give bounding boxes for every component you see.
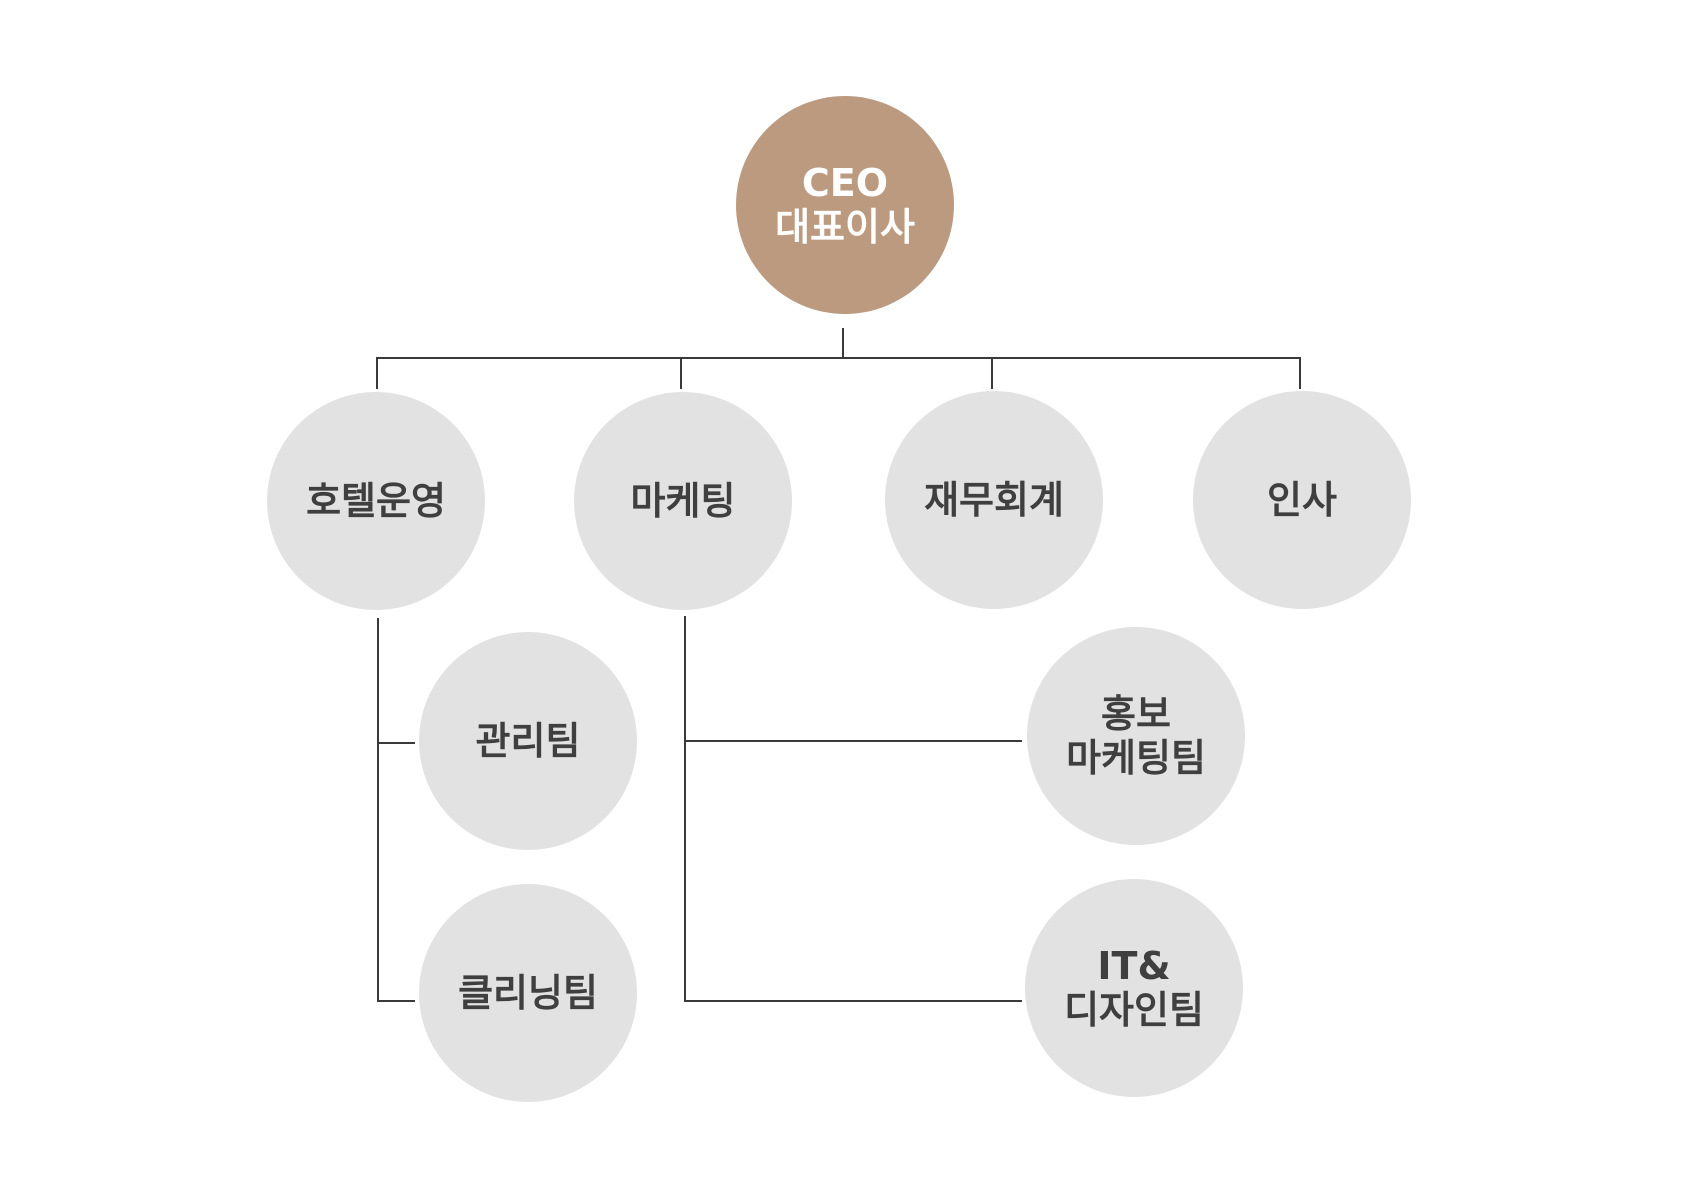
connector-hotel-trunk xyxy=(377,618,379,1001)
connector-top-bus xyxy=(376,357,1300,359)
node-label-line2: 디자인팀 xyxy=(1064,988,1204,1032)
node-label-line1: 홍보 xyxy=(1101,692,1171,736)
node-finance: 재무회계 xyxy=(885,391,1103,609)
node-label-line2: 마케팅팀 xyxy=(1066,736,1206,780)
connector-to-finance xyxy=(991,357,993,389)
ceo-label: CEO xyxy=(801,161,889,205)
node-label-line1: IT& xyxy=(1097,944,1171,988)
connector-to-it-design xyxy=(684,1000,1022,1002)
node-ceo: CEO 대표이사 xyxy=(736,96,954,314)
node-cleaning-team: 클리닝팀 xyxy=(419,884,637,1102)
node-label: 마케팅 xyxy=(630,479,736,523)
connector-ceo-down xyxy=(842,328,844,358)
node-hotel-operations: 호텔운영 xyxy=(267,392,485,610)
connector-to-pr-marketing xyxy=(684,740,1022,742)
node-pr-marketing-team: 홍보 마케팅팀 xyxy=(1027,627,1245,845)
node-label: 인사 xyxy=(1267,478,1337,522)
connector-to-management xyxy=(377,742,415,744)
node-label: 관리팀 xyxy=(475,719,581,763)
node-marketing: 마케팅 xyxy=(574,392,792,610)
connector-to-hotel xyxy=(376,357,378,389)
node-management-team: 관리팀 xyxy=(419,632,637,850)
node-label: 재무회계 xyxy=(924,478,1064,522)
node-label: 클리닝팀 xyxy=(458,971,598,1015)
node-hr: 인사 xyxy=(1193,391,1411,609)
connector-to-hr xyxy=(1299,357,1301,389)
connector-to-clening xyxy=(377,1000,415,1002)
node-label: 호텔운영 xyxy=(306,479,446,523)
ceo-title: 대표이사 xyxy=(775,205,915,249)
connector-marketing-trunk xyxy=(684,616,686,1001)
connector-to-marketing xyxy=(680,357,682,389)
node-it-design-team: IT& 디자인팀 xyxy=(1025,879,1243,1097)
